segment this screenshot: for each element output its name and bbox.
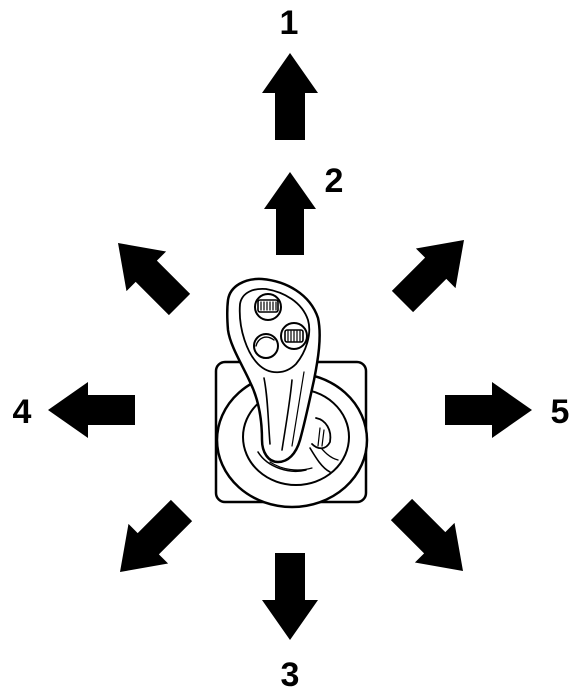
thumb-button-right	[281, 323, 307, 349]
callout-3-label: 3	[281, 656, 300, 694]
arrow-backward-icon	[262, 553, 318, 640]
arrow-backward-right-icon	[382, 490, 483, 591]
callout-5-label: 5	[551, 393, 570, 431]
arrow-forward-right-icon	[383, 220, 484, 321]
callout-1-label: 1	[280, 4, 299, 42]
thumb-button-left	[254, 334, 278, 358]
thumb-button-top	[255, 294, 281, 320]
arrow-left-icon	[48, 382, 135, 438]
joystick-icon	[216, 279, 367, 507]
callout-4-label: 4	[13, 393, 32, 431]
arrow-forward-full-icon	[262, 53, 318, 140]
arrow-backward-left-icon	[100, 491, 201, 592]
callout-2-label: 2	[325, 162, 344, 200]
arrow-right-icon	[445, 382, 532, 438]
arrow-forward-left-icon	[98, 223, 199, 324]
arrow-forward-partial-icon	[264, 172, 316, 255]
